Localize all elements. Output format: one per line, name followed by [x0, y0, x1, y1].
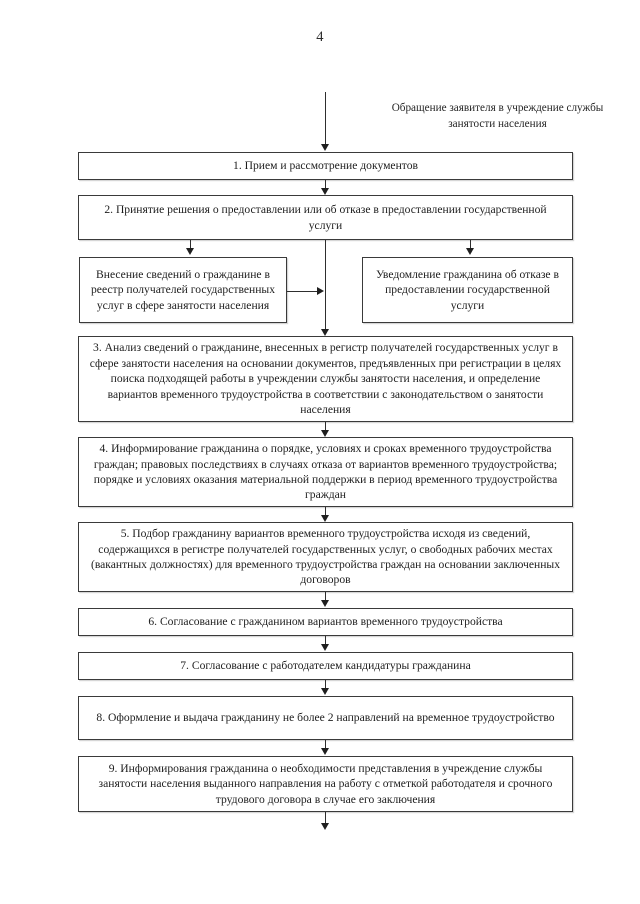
arrowhead-4-5 — [320, 515, 329, 522]
connector-trunk-main — [325, 240, 326, 332]
flow-box-branch-left: Внесение сведений о гражданине в реестр … — [79, 257, 287, 323]
flow-box-step-4-text: 4. Информирование гражданина о порядке, … — [93, 442, 558, 502]
arrowhead-1-2 — [320, 188, 329, 195]
flow-box-step-6-text: 6. Согласование с гражданином вариантов … — [148, 615, 503, 629]
connector-1-2 — [325, 180, 326, 191]
flow-box-step-7-text: 7. Согласование с работодателем кандидат… — [180, 659, 471, 673]
arrowhead-7-8 — [320, 688, 329, 695]
flow-box-step-6: 6. Согласование с гражданином вариантов … — [78, 608, 573, 636]
connector-2-branch-right — [470, 240, 471, 251]
flow-box-step-8-text: 8. Оформление и выдача гражданину не бол… — [96, 711, 555, 725]
connector-6-7 — [325, 636, 326, 647]
arrowhead-3-4 — [320, 430, 329, 437]
connector-branch-left-to-trunk — [287, 291, 318, 292]
connector-exit — [325, 812, 326, 826]
flow-box-step-7: 7. Согласование с работодателем кандидат… — [78, 652, 573, 680]
arrowhead-branch-left-to-trunk — [317, 286, 324, 295]
flow-box-step-1-text: 1. Прием и рассмотрение документов — [233, 159, 418, 173]
connector-4-5 — [325, 507, 326, 518]
arrowhead-entry — [320, 144, 329, 151]
arrowhead-5-6 — [320, 600, 329, 607]
connector-entry — [325, 92, 326, 146]
arrowhead-branch-left — [185, 248, 194, 255]
connector-7-8 — [325, 680, 326, 691]
arrowhead-6-7 — [320, 644, 329, 651]
page-number: 4 — [316, 29, 324, 45]
flow-box-branch-right-text: Уведомление гражданина об отказе в предо… — [376, 267, 559, 312]
flow-box-step-9: 9. Информирования гражданина о необходим… — [78, 756, 573, 812]
arrowhead-branch-right — [465, 248, 474, 255]
flow-box-step-2-text: 2. Принятие решения о предоставлении или… — [104, 203, 547, 232]
flow-box-step-8: 8. Оформление и выдача гражданину не бол… — [78, 696, 573, 740]
connector-8-9 — [325, 740, 326, 751]
flow-box-step-4: 4. Информирование гражданина о порядке, … — [78, 437, 573, 507]
flow-box-branch-right: Уведомление гражданина об отказе в предо… — [362, 257, 573, 323]
entry-annotation: Обращение заявителя в учреждение службы … — [391, 102, 604, 130]
flow-box-step-9-text: 9. Информирования гражданина о необходим… — [98, 761, 553, 806]
flow-box-step-5: 5. Подбор гражданину вариантов временног… — [78, 522, 573, 592]
flow-box-branch-left-text: Внесение сведений о гражданине в реестр … — [91, 267, 275, 312]
flow-box-step-1: 1. Прием и рассмотрение документов — [78, 152, 573, 180]
flow-box-step-2: 2. Принятие решения о предоставлении или… — [78, 195, 573, 240]
arrowhead-exit — [320, 823, 329, 830]
flow-box-step-3-text: 3. Анализ сведений о гражданине, внесенн… — [89, 341, 562, 417]
connector-2-branch-left — [190, 240, 191, 251]
flow-box-step-5-text: 5. Подбор гражданину вариантов временног… — [90, 527, 560, 587]
arrowhead-8-9 — [320, 748, 329, 755]
flow-box-step-3: 3. Анализ сведений о гражданине, внесенн… — [78, 336, 573, 422]
connector-3-4 — [325, 422, 326, 433]
arrowhead-trunk-to-step-3 — [320, 329, 329, 336]
connector-5-6 — [325, 592, 326, 603]
